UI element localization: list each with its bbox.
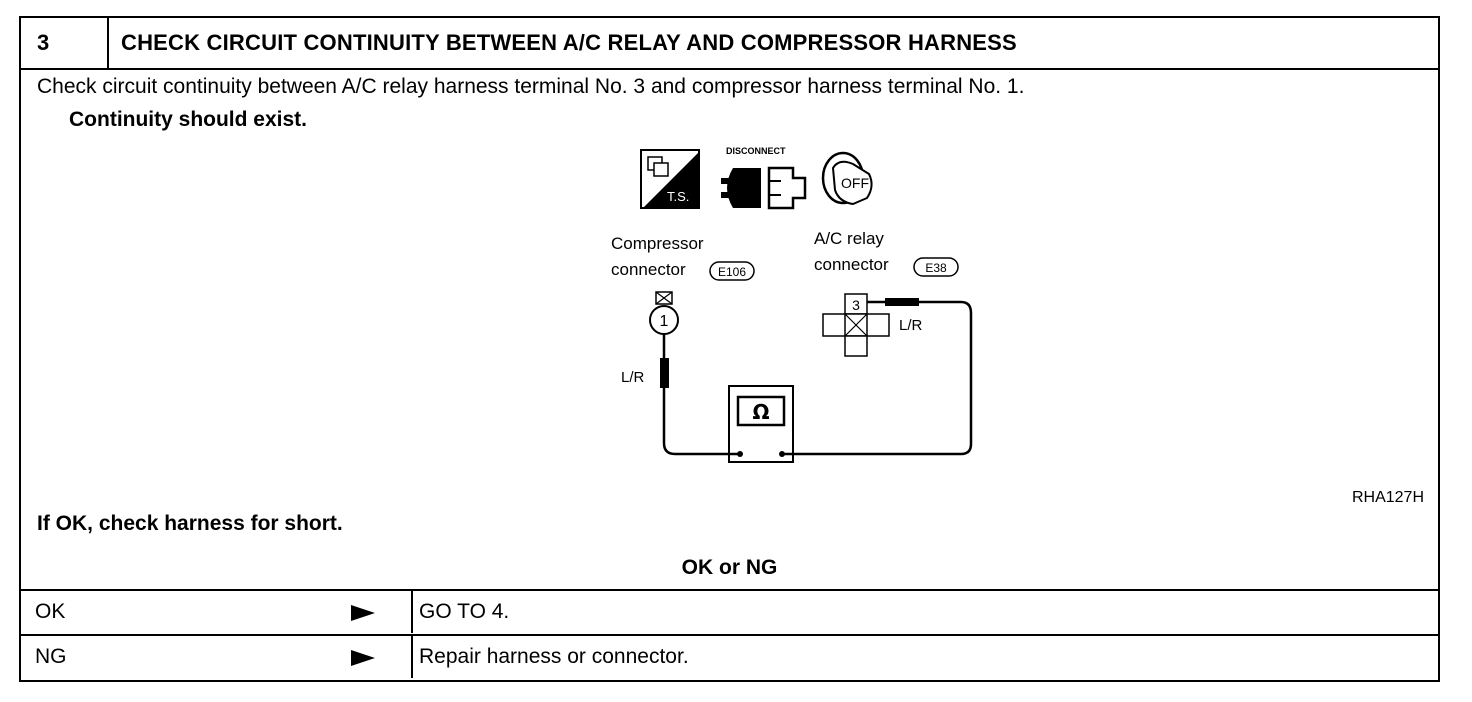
arrow-right-icon [351, 650, 375, 666]
compressor-connector-code: E106 [718, 265, 746, 279]
ts-icon: T.S. [640, 149, 700, 209]
compressor-connector-label-2: connector [611, 260, 686, 279]
expected-result: Continuity should exist. [69, 108, 308, 131]
result-row-ng: NG Repair harness or connector. [21, 634, 1438, 678]
relay-connector-label-1: A/C relay [814, 229, 884, 248]
terminal-1-label: 1 [660, 313, 669, 330]
ohmmeter: Ω [728, 385, 794, 463]
result-action: Repair harness or connector. [419, 645, 689, 668]
compressor-terminal: 1 [649, 291, 679, 335]
arrow-right-icon [351, 605, 375, 621]
right-wire-color: L/R [899, 317, 923, 334]
result-label: NG [35, 645, 67, 668]
relay-connector-label-2: connector [814, 255, 889, 274]
terminal-3-label: 3 [852, 297, 860, 313]
procedure-title: CHECK CIRCUIT CONTINUITY BETWEEN A/C REL… [121, 30, 1017, 55]
result-label: OK [35, 600, 66, 623]
disconnect-icon: DISCONNECT [721, 146, 807, 210]
step-number: 3 [21, 18, 109, 68]
figure-code: RHA127H [1352, 489, 1424, 506]
ts-label: T.S. [667, 189, 689, 204]
ohm-symbol: Ω [752, 400, 769, 424]
relay-terminal: 3 [822, 293, 890, 357]
ignition-off-icon: OFF [821, 151, 873, 206]
procedure-box: 3 CHECK CIRCUIT CONTINUITY BETWEEN A/C R… [19, 16, 1440, 682]
ok-or-ng-heading: OK or NG [681, 556, 778, 579]
off-label: OFF [841, 175, 869, 191]
result-action: GO TO 4. [419, 600, 510, 623]
left-wire-color: L/R [621, 369, 645, 386]
if-ok-text: If OK, check harness for short. [37, 512, 343, 535]
result-row-ok: OK GO TO 4. [21, 589, 1438, 633]
procedure-header: 3 CHECK CIRCUIT CONTINUITY BETWEEN A/C R… [21, 18, 1438, 70]
compressor-connector-label-1: Compressor [611, 234, 704, 253]
disconnect-label: DISCONNECT [726, 146, 786, 156]
continuity-diagram: T.S. DISCONNECT OFF Compressor connector… [611, 146, 1424, 506]
instruction-text: Check circuit continuity between A/C rel… [37, 75, 1025, 98]
relay-connector-code: E38 [925, 261, 947, 275]
